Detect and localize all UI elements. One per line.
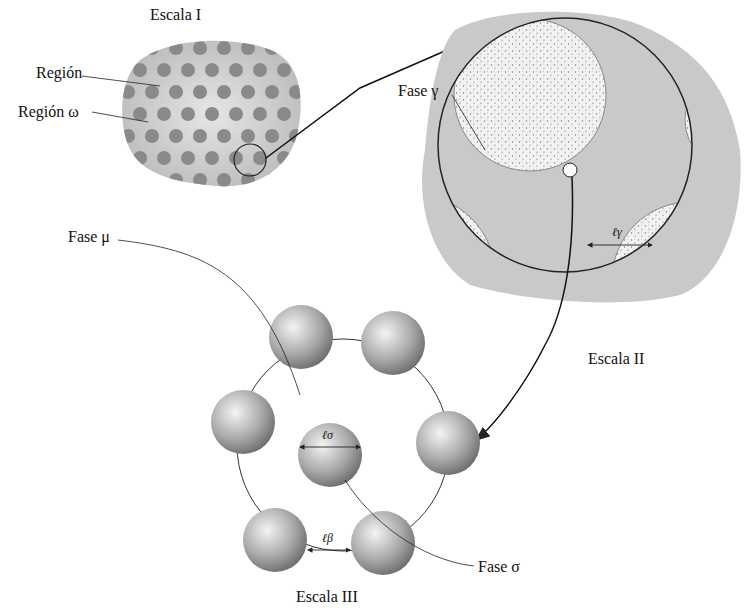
- text-label: Fase γ: [398, 82, 438, 100]
- text-label: Fase μ: [68, 228, 110, 246]
- text-label: Escala I: [150, 6, 201, 24]
- text-label: Fase σ: [478, 558, 520, 576]
- dimension-label: ℓβ: [322, 532, 333, 545]
- dimension-label: ℓγ: [612, 226, 622, 239]
- text-label: Región: [36, 64, 82, 82]
- text-label: Escala III: [296, 588, 358, 606]
- dimension-label: ℓσ: [322, 429, 333, 442]
- text-label: Región ω: [18, 103, 79, 121]
- text-label: Escala II: [588, 350, 644, 368]
